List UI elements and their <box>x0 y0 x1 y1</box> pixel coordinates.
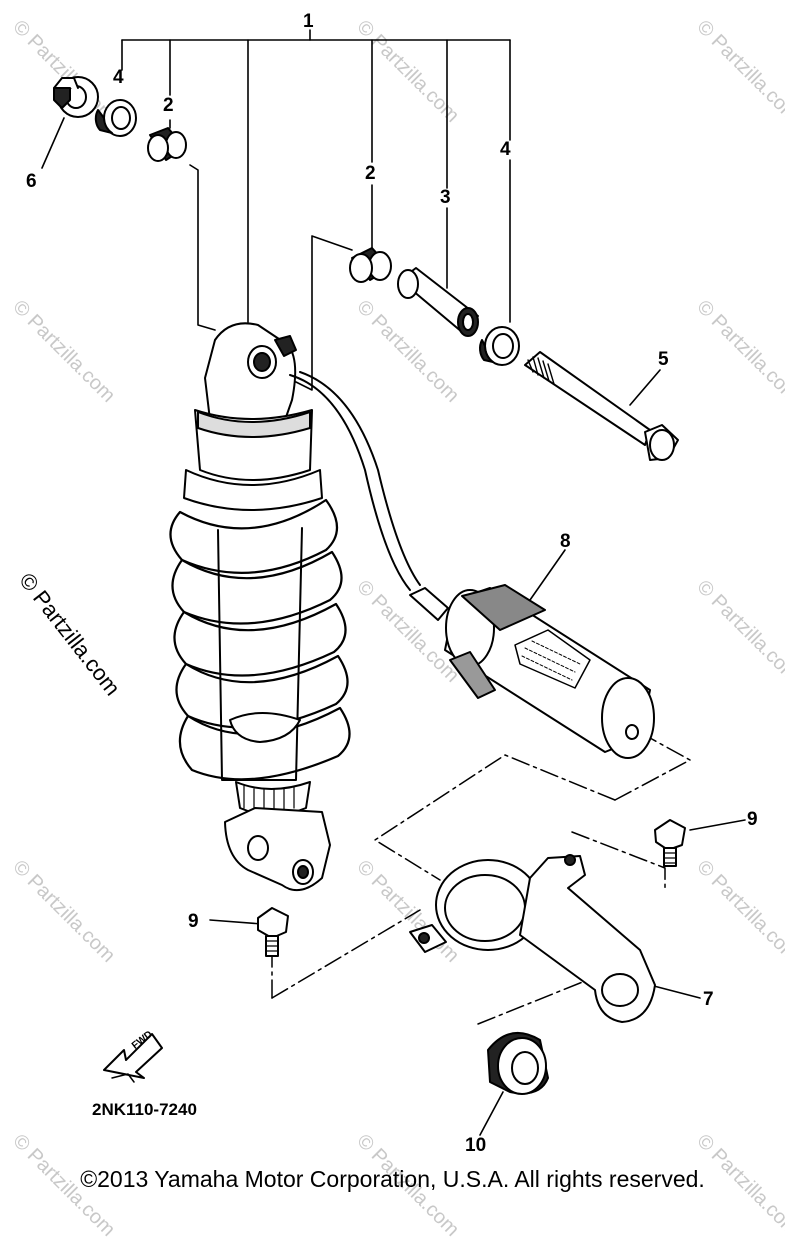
callout-6: 6 <box>26 171 37 192</box>
callout-7: 7 <box>703 989 714 1010</box>
callout-4: 4 <box>113 67 124 88</box>
callout-1: 1 <box>303 11 314 32</box>
callout-9: 9 <box>188 911 199 932</box>
callout-9: 9 <box>747 809 758 830</box>
spacer-part-3 <box>397 267 479 337</box>
callout-5: 5 <box>658 349 669 370</box>
reservoir-part-8 <box>409 584 655 759</box>
copyright-notice: ©2013 Yamaha Motor Corporation, U.S.A. A… <box>80 1166 705 1192</box>
cap-nut-part-6 <box>53 76 99 118</box>
callout-8: 8 <box>560 531 571 552</box>
callout-2: 2 <box>365 163 376 184</box>
bolt-part-9-left <box>257 907 289 957</box>
bushing-part-10 <box>487 1032 549 1095</box>
oil-seal-part-4-upper <box>94 99 137 137</box>
oil-seal-part-4-lower <box>479 326 520 366</box>
leader-lines-item-1 <box>41 29 746 1136</box>
exploded-view-drawing <box>41 29 746 1136</box>
callout-2: 2 <box>163 95 174 116</box>
drawing-code: 2NK110-7240 <box>92 1100 197 1119</box>
bolt-part-9-right <box>654 819 686 867</box>
shock-absorber-main <box>169 322 351 892</box>
reservoir-hose <box>289 371 421 591</box>
callout-4: 4 <box>500 139 511 160</box>
collar-part-2-lower <box>349 247 392 283</box>
callout-10: 10 <box>465 1135 487 1156</box>
assembly-centerlines <box>271 737 691 1025</box>
bracket-part-7 <box>409 854 656 1023</box>
callout-3: 3 <box>440 187 451 208</box>
parts-diagram: © Partzilla.com © Partzilla.com © Partzi… <box>8 11 785 1241</box>
bolt-part-5 <box>524 351 679 461</box>
forward-arrow-icon <box>103 1033 163 1083</box>
collar-part-2-upper <box>147 127 187 162</box>
